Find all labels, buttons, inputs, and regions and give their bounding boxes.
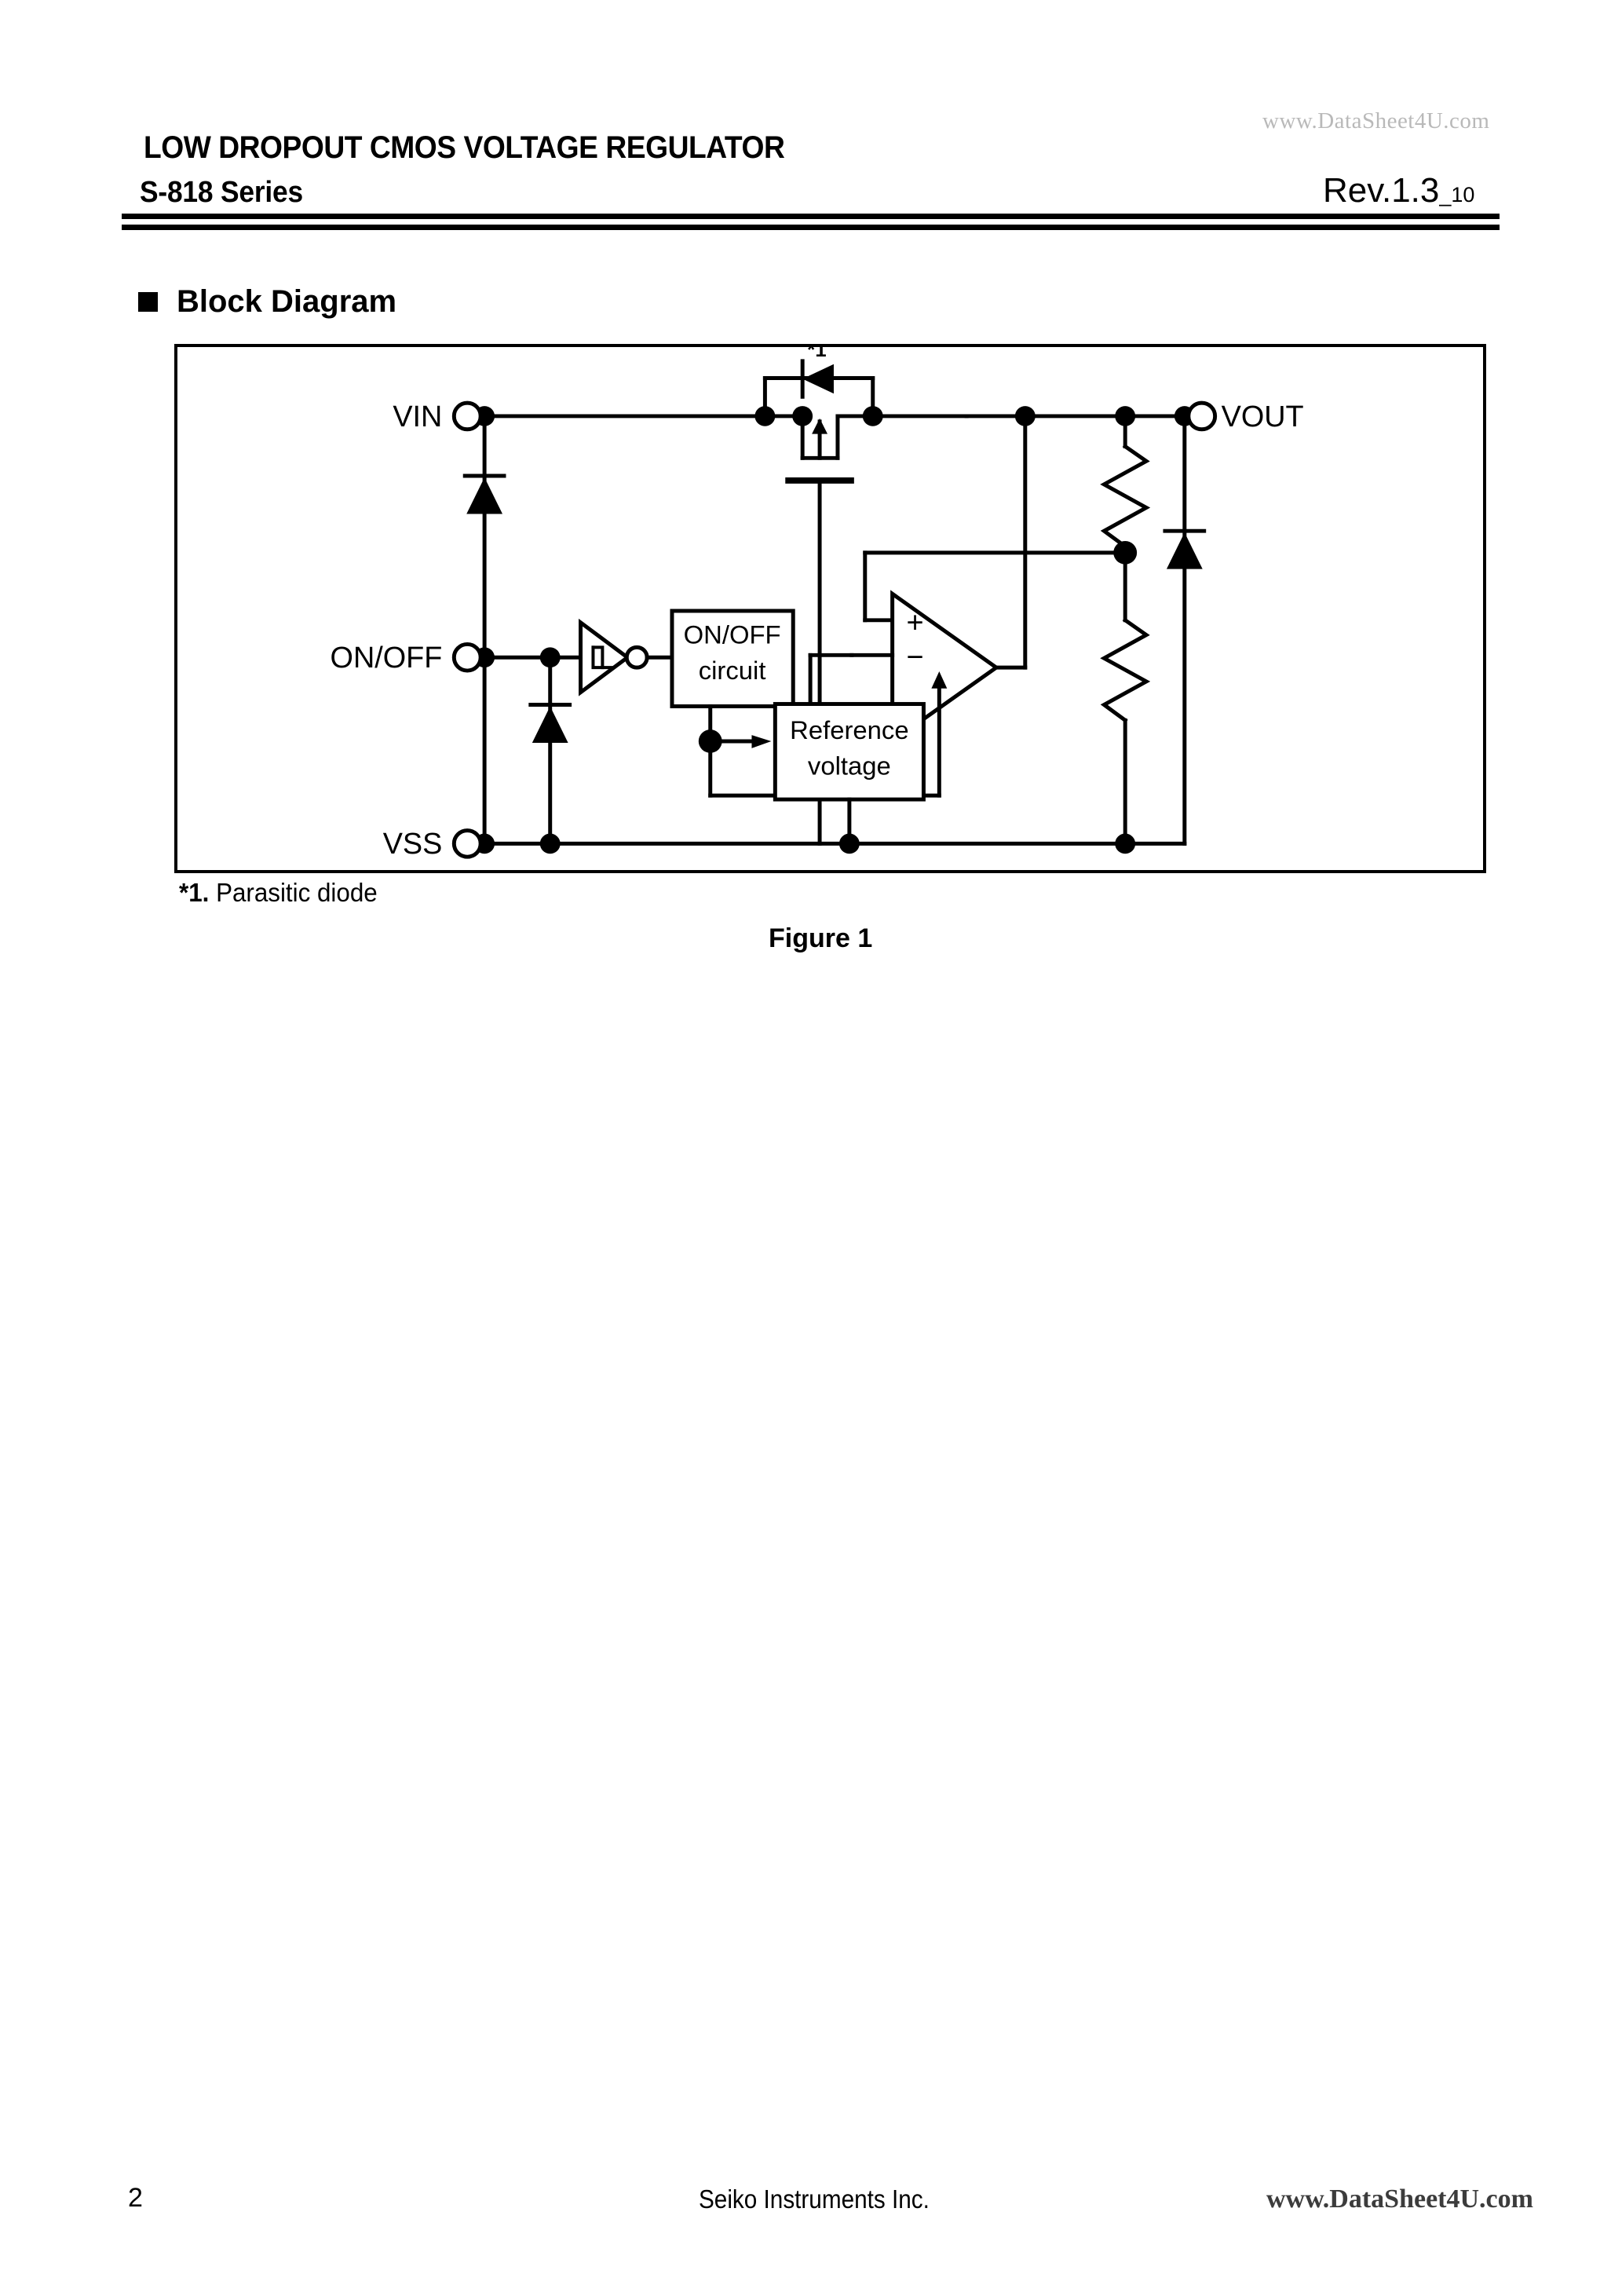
pin-terminal-vin [451,400,483,432]
junction-dots [474,406,1195,854]
dot-vss-ref [838,833,860,854]
reference-voltage-label-line2: voltage [808,751,891,781]
pin-terminals [451,400,1218,859]
diagram-footnote: *1. Parasitic diode [179,878,378,908]
reference-voltage-label-line1: Reference [790,715,909,744]
esd-diode-onoff [528,703,572,743]
document-subtitle: S-818 Series [140,176,304,209]
dot-onoff-branch [698,729,722,753]
footer-company-name: Seiko Instruments Inc. [699,2184,930,2214]
section-heading: Block Diagram [138,286,396,317]
document-title: LOW DROPOUT CMOS VOLTAGE REGULATOR [144,130,785,165]
pin-terminal-onoff [451,642,483,673]
header-rule-top [122,214,1500,219]
footnote-marker: *1. [179,878,210,907]
dot-pmos-src-b [792,406,813,426]
pin-label-vin: VIN [393,400,442,433]
dot-pmos-drn [862,406,883,426]
feedback-resistor-lower [1100,617,1151,723]
feedback-resistor-upper [1100,444,1151,550]
header-watermark: www.DataSheet4U.com [1262,108,1490,133]
document-revision: Rev.1.3_10 [1323,171,1474,210]
revision-suffix: _10 [1439,183,1475,207]
dot-vss-b [539,833,561,854]
block-diagram-frame: VIN ON/OFF VSS VOUT *1 ON/OFF circuit Re… [174,344,1486,873]
dot-pmos-src-a [754,406,776,426]
header-rule-bottom [122,225,1500,230]
square-bullet-icon [138,291,158,312]
revision-number: Rev.1.3 [1323,171,1440,210]
opamp-minus-sign: − [907,640,924,673]
parasitic-diode [762,359,875,419]
section-title: Block Diagram [177,284,397,319]
pin-label-vout: VOUT [1222,400,1304,433]
onoff-circuit-box [670,609,795,708]
block-diagram-svg: VIN ON/OFF VSS VOUT *1 ON/OFF circuit Re… [331,347,1304,860]
figure-caption: Figure 1 [769,923,873,953]
pin-terminal-vss [451,828,483,859]
footnote-text: Parasitic diode [209,878,378,907]
parasitic-diode-annotation: *1 [807,347,826,361]
esd-diode-vout [1163,528,1207,569]
dot-amp-out-rail [1014,406,1036,426]
arrow-onoff-to-ref [751,735,772,748]
footer-page-number: 2 [128,2183,143,2213]
dot-rdiv-top [1115,406,1136,426]
pin-terminal-vout [1186,400,1218,432]
esd-diode-vin [462,473,506,514]
dot-onoff-esd [539,647,561,668]
inverter-gate [579,618,674,696]
pin-label-vss: VSS [383,827,443,860]
onoff-circuit-label-line1: ON/OFF [684,620,781,649]
onoff-circuit-label-line2: circuit [699,656,766,685]
opamp-plus-sign: + [907,606,924,639]
dot-vss-rdiv [1115,833,1136,854]
pin-label-onoff: ON/OFF [331,641,443,674]
footer-watermark: www.DataSheet4U.com [1266,2184,1533,2214]
dot-feedback-tap [1113,541,1138,565]
